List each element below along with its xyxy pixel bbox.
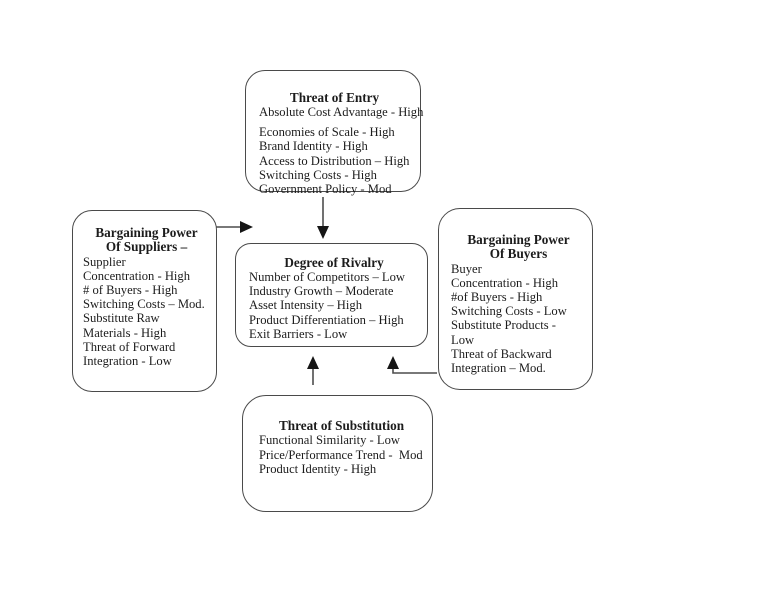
entry-line: Government Policy - Mod — [259, 182, 392, 197]
rivalry-box-body: Number of Competitors – Low Industry Gro… — [249, 270, 419, 341]
buyers-line: Buyer — [451, 261, 482, 276]
suppliers-box-body: Supplier Concentration - High # of Buyer… — [83, 255, 210, 369]
suppliers-line: Supplier — [83, 254, 126, 269]
entry-line: Access to Distribution – High — [259, 153, 410, 168]
buyers-title-line2: Of Buyers — [489, 245, 548, 261]
entry-line: Brand Identity - High — [259, 139, 368, 154]
entry-box-body: Absolute Cost Advantage - High Economies… — [259, 105, 424, 197]
entry-box-title: Threat of Entry — [289, 90, 380, 105]
buyers-line: #of Buyers - High — [451, 290, 543, 304]
substitution-box: Threat of Substitution Functional Simila… — [242, 395, 433, 512]
entry-line: Switching Costs - High — [259, 167, 377, 182]
buyers-line: Low — [451, 332, 475, 347]
suppliers-line: Threat of Forward — [83, 339, 176, 354]
suppliers-title-line1: Bargaining Power — [95, 225, 198, 240]
buyers-line: Concentration - High — [451, 275, 559, 290]
rivalry-box-title: Degree of Rivalry — [284, 255, 384, 270]
buyers-line: Threat of Backward — [451, 346, 552, 361]
suppliers-line: Integration - Low — [83, 354, 172, 369]
buyers-line: Integration – Mod. — [451, 361, 546, 376]
rivalry-box: Degree of Rivalry Number of Competitors … — [235, 243, 428, 347]
suppliers-line: Switching Costs – Mod. — [83, 297, 205, 312]
suppliers-line: Concentration - High — [83, 268, 191, 283]
rivalry-line: Product Differentiation – High — [249, 312, 404, 327]
substitution-line: Functional Similarity - Low — [259, 433, 400, 447]
substitution-box-body: Functional Similarity - Low Price/Perfor… — [259, 433, 424, 477]
buyers-box-body: Buyer Concentration - High #of Buyers - … — [451, 262, 586, 376]
substitution-line: Price/Performance Trend - Mod — [259, 447, 423, 462]
buyers-line: Substitute Products - — [451, 318, 556, 333]
entry-box: Threat of Entry Absolute Cost Advantage … — [245, 70, 423, 196]
rivalry-line: Exit Barriers - Low — [249, 326, 348, 341]
suppliers-line: # of Buyers - High — [83, 283, 178, 297]
substitution-line: Product Identity - High — [259, 462, 377, 477]
rivalry-line: Industry Growth – Moderate — [249, 284, 394, 299]
arrow-entry-to-rivalry — [317, 197, 329, 239]
substitution-box-title: Threat of Substitution — [278, 418, 405, 433]
buyers-title-line1: Bargaining Power — [467, 232, 570, 247]
entry-line: Economies of Scale - High — [259, 125, 395, 140]
rivalry-line: Number of Competitors – Low — [249, 270, 406, 284]
arrow-buyers-to-rivalry — [387, 356, 437, 374]
suppliers-line: Substitute Raw — [83, 311, 160, 326]
rivalry-line: Asset Intensity – High — [249, 298, 362, 313]
entry-line: Absolute Cost Advantage - High — [259, 105, 424, 119]
suppliers-title-line2: Of Suppliers – — [105, 238, 188, 254]
arrow-substitution-to-rivalry — [307, 356, 319, 385]
suppliers-line: Materials - High — [83, 325, 167, 340]
buyers-line: Switching Costs - Low — [451, 304, 567, 319]
